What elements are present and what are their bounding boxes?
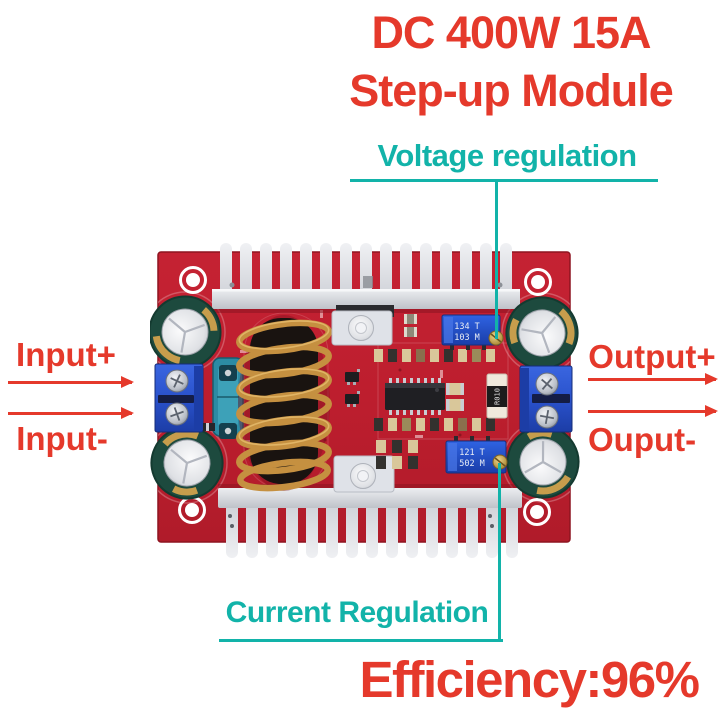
trimmer-current-marking-1: 121 T: [459, 448, 485, 458]
trimmer-voltage-marking-2: 103 M: [454, 333, 480, 343]
nylon-screw-top: [331, 305, 394, 346]
heatsink-bottom: [218, 484, 522, 558]
ic-chip: [385, 378, 445, 415]
smd-components: [203, 276, 495, 469]
shunt-resistor-label: R010: [494, 388, 502, 405]
trimmer-current-marking-2: 502 M: [459, 459, 485, 469]
voltage-callout-underline: [350, 179, 658, 182]
fuse: [212, 357, 244, 439]
title-line-1: DC 400W 15A: [371, 7, 651, 58]
voltage-pointer-line: [495, 181, 498, 339]
mounting-hole: [179, 266, 207, 294]
input-terminal-block: [154, 363, 204, 433]
efficiency-label: Efficiency:96%: [359, 651, 701, 708]
input-minus-arrow-icon: [8, 407, 134, 419]
input-plus-label: Input+: [16, 336, 116, 373]
current-regulation-label: Current Regulation: [225, 596, 489, 629]
trimmer-voltage-marking-1: 134 T: [454, 322, 480, 332]
shunt-resistor: R010: [486, 373, 508, 419]
output-plus-label: Output+: [588, 338, 716, 375]
output-minus-arrow-icon: [588, 405, 718, 417]
current-pointer-line: [498, 463, 501, 640]
input-minus-label: Input-: [16, 420, 108, 457]
trimmer-pot-current: 121 T 502 M: [445, 436, 508, 474]
product-title: DC 400W 15A Step-up Module: [325, 4, 697, 120]
toroidal-inductor: [236, 315, 332, 492]
trimmer-pot-voltage: 134 T 103 M: [441, 314, 504, 350]
input-plus-arrow-icon: [8, 376, 134, 388]
mounting-hole: [524, 268, 552, 296]
current-callout-underline: [219, 639, 503, 642]
pcb-module-photo: R010 134 T 103 M 121 T 502 M: [150, 243, 580, 558]
output-minus-label: Ouput-: [588, 421, 697, 458]
mounting-hole: [523, 498, 551, 526]
mounting-holes: [178, 266, 552, 526]
output-plus-arrow-icon: [588, 373, 718, 385]
title-line-2: Step-up Module: [349, 65, 673, 116]
output-terminal-block: [519, 365, 573, 433]
voltage-regulation-label: Voltage regulation: [377, 138, 637, 173]
